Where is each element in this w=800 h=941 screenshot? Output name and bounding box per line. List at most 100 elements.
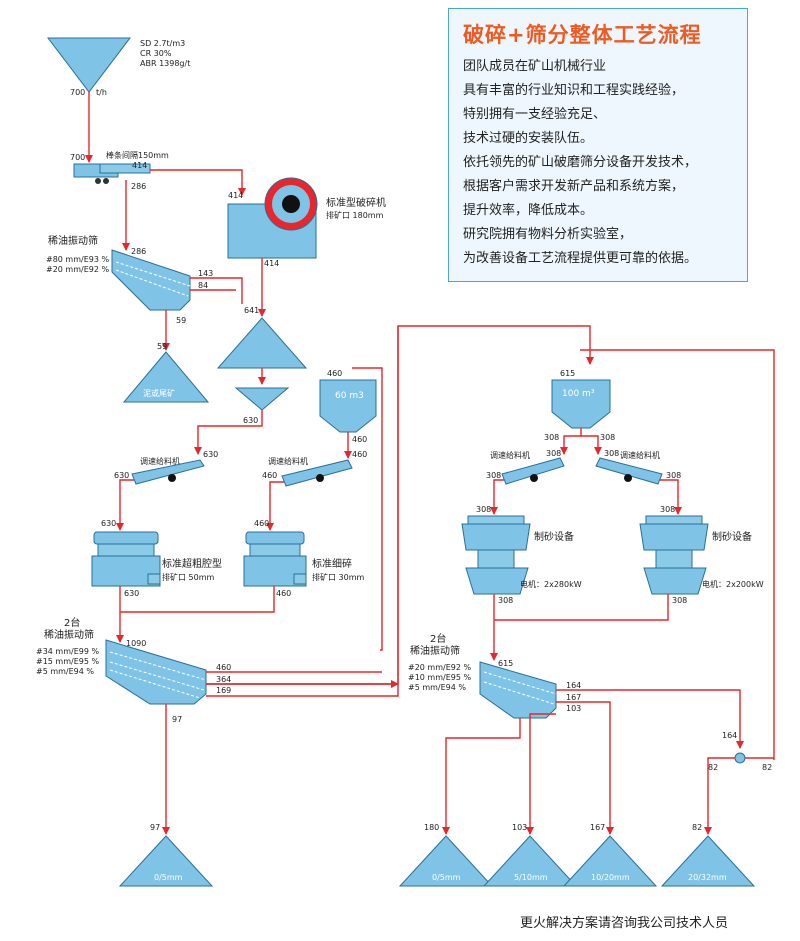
sand-maker-2 [639,515,709,595]
feeder1-label: 调速给料机 [140,456,180,466]
splitter-left: 82 [708,763,718,772]
product-pile [562,835,658,887]
description-line: 提升效率，降低成本。 [463,203,594,218]
screen2-spec3: #5 mm/E94 % [36,667,94,676]
cone-crusher-2 [243,531,307,587]
page-title: 破碎+筛分整体工艺流程 [463,23,702,47]
flow-feeder2-to-cone2 [266,481,284,531]
stockpile-out: 630 [243,416,258,425]
screen3-name: 稀油振动筛 [410,644,460,657]
feed-sd: SD 2.7t/m3 [140,39,185,48]
product-label: 0/5mm [432,873,461,882]
product-pile [482,835,578,887]
waste-label: 泥或尾矿 [143,388,175,398]
cone2-setting: 排矿口 30mm [312,572,365,582]
grizzly-wheel [95,178,101,184]
flow-bin2-left [560,428,582,455]
feed-abr: ABR 1398g/t [140,59,190,68]
feeder2-label: 调速给料机 [268,456,308,466]
flow-recycle-to-bin2 [580,349,775,760]
feeder2-motor [316,474,324,482]
splitter-right: 82 [762,763,772,772]
flow-recycle-to-bin1 [352,367,383,651]
jaw-setting: 排矿口 180mm [326,210,384,220]
footer-note: 更火解决方案请咨询我公司技术人员 [520,916,729,931]
sand1-motor: 电机：2x280kW [520,579,582,589]
stockpile-in: 641 [244,306,259,315]
grizzly-label: 棒条间隔150mm [106,150,169,160]
description-line: 根据客户需求开发新产品和系统方案， [463,179,685,194]
feeder1-out: 630 [114,471,129,480]
sand2-in: 308 [660,505,675,514]
screen1-in: 286 [131,247,146,256]
description-box: 破碎+筛分整体工艺流程 团队成员在矿山机械行业 具有丰富的行业知识和工程实践经验… [448,8,748,282]
feeder2 [281,459,353,487]
sand1-out: 308 [498,596,513,605]
cone-crusher-1 [91,531,161,587]
screen1-spec1: #80 mm/E93 % [46,255,109,264]
screen1-layer [115,269,189,297]
flow-splitter-left [704,757,735,835]
screen2-deck [105,639,207,705]
bin1-out: 460 [352,435,367,444]
screen3-spec2: #10 mm/E95 % [408,673,471,682]
screen1-o3: 59 [176,316,186,325]
feeder1-motor [168,474,176,482]
feeder3-out: 308 [486,471,501,480]
screen3-layer [483,671,557,695]
bin2 [551,379,611,429]
bin2-right: 308 [600,433,615,442]
product-label: 5/10mm [514,873,548,882]
splitter [734,752,746,764]
description-line: 为改善设备工艺流程提供更可靠的依据。 [463,251,698,266]
screen2-name: 稀油振动筛 [44,628,94,641]
flow-screen3-o3 [526,713,556,835]
screen3-o1: 164 [566,681,581,690]
flow-screen1-o1 [190,277,243,304]
screen2-spec2: #15 mm/E95 % [36,657,99,666]
bin2-left: 308 [544,433,559,442]
screen3-layer [483,681,555,705]
feeder1 [131,459,205,485]
jaw-in: 414 [228,191,243,200]
feeder2-out: 460 [262,471,277,480]
reclaim-hopper [234,387,290,411]
grizzly-wheel [103,178,109,184]
screen1-name: 稀油振动筛 [48,234,98,247]
product-label: 20/32mm [688,873,727,882]
cone1-name: 标准超粗腔型 [162,557,222,570]
product-value: 103 [512,823,527,832]
flow-feeder4-to-sand2 [660,479,682,515]
screen1-layer [115,261,191,287]
cone1-setting: 排矿口 50mm [162,572,215,582]
description-line: 团队成员在矿山机械行业 [463,59,607,74]
sand1-name: 制砂设备 [534,530,574,543]
feed-unit: t/h [96,88,107,97]
flow-bin2-right [581,435,602,455]
feeder3 [501,457,565,485]
description-line: 依托领先的矿山破磨筛分设备开发技术， [463,155,698,170]
sand1-in: 308 [476,505,491,514]
screen2-o1: 460 [216,663,231,672]
screen1-deck [111,249,191,311]
screen2-o3: 169 [216,686,231,695]
screen3-spec1: #20 mm/E92 % [408,663,471,672]
product-value: 180 [424,823,439,832]
splitter-in: 164 [722,731,737,740]
flow-feeder1-to-cone1 [116,479,134,531]
bin2-in: 615 [560,369,575,378]
screen2-in: 1090 [126,639,146,648]
product-pile [398,835,494,887]
jaw-name: 标准型破碎机 [326,196,386,209]
feeder3-motor [530,474,538,482]
waste-pile [122,351,210,403]
bin1-label: 60 m3 [335,391,364,401]
flow-grizzly-to-jaw [150,169,246,196]
screen1-o1: 143 [198,269,213,278]
description-line: 特别拥有一支经验充足、 [463,107,607,122]
cone2-name: 标准细碎 [312,557,352,570]
screen3-count: 2台 [430,632,446,645]
flow-reclaim-to-feeder1 [194,410,263,455]
description-line: 技术过硬的安装队伍。 [463,131,594,146]
description-line: 具有丰富的行业知识和工程实践经验， [463,83,685,98]
